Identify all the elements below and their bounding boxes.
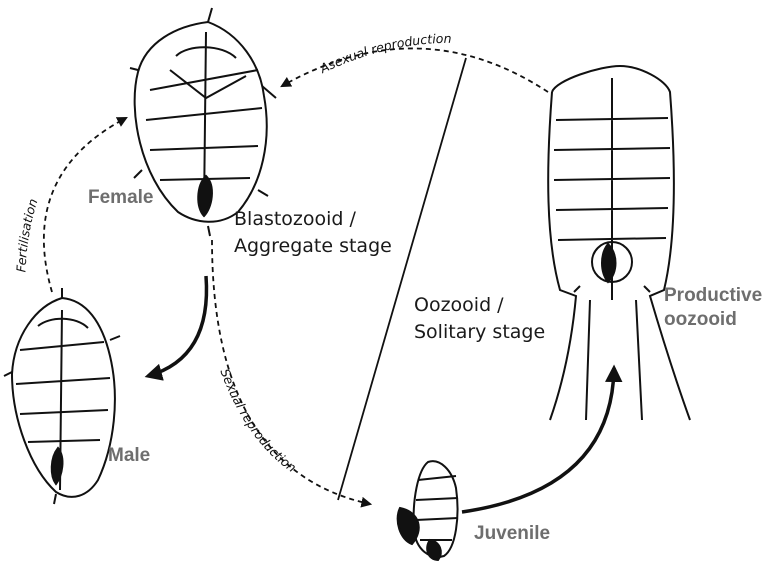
asexual-reproduction-label: Asexual reproduction: [317, 31, 452, 77]
productive-oozooid-label-line1: Productive: [664, 284, 762, 308]
blastozooid-stage-label-line2: Aggregate stage: [234, 233, 392, 260]
male-blastozooid-illustration: [4, 288, 120, 504]
oozooid-stage-label: Oozooid / Solitary stage: [414, 292, 545, 346]
stage-divider-line: [338, 58, 466, 500]
blastozooid-stage-label: Blastozooid / Aggregate stage: [234, 206, 392, 260]
productive-oozooid-label: Productive oozooid: [664, 284, 762, 332]
juvenile-illustration: [398, 461, 458, 560]
female-to-male-arrow: [148, 276, 207, 376]
juvenile-to-oozooid-arrow: [462, 368, 614, 512]
blastozooid-stage-label-line1: Blastozooid /: [234, 206, 392, 233]
productive-oozooid-illustration: [548, 66, 690, 420]
fertilisation-label: Fertilisation: [13, 197, 40, 273]
juvenile-label: Juvenile: [474, 522, 550, 546]
oozooid-stage-label-line2: Solitary stage: [414, 319, 545, 346]
oozooid-stage-label-line1: Oozooid /: [414, 292, 545, 319]
sexual-reproduction-label: Sexual reproduction: [217, 367, 299, 476]
male-label: Male: [108, 444, 150, 468]
productive-oozooid-label-line2: oozooid: [664, 308, 762, 332]
female-label: Female: [88, 186, 153, 210]
